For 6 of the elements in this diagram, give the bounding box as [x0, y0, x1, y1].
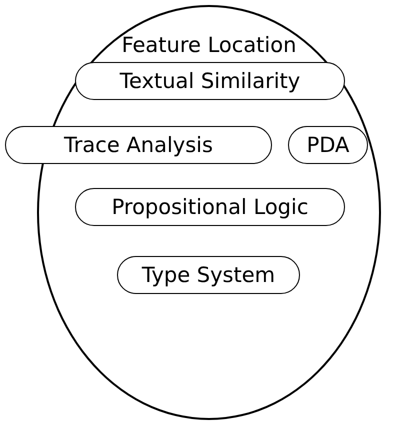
rounded-label: Textual Similarity [75, 62, 345, 100]
rounded-label: Propositional Logic [75, 188, 345, 226]
rounded-label: PDA [288, 126, 368, 164]
group-title: Feature Location [120, 33, 298, 57]
rounded-label: Type System [117, 256, 300, 294]
rounded-label: Trace Analysis [5, 126, 272, 164]
